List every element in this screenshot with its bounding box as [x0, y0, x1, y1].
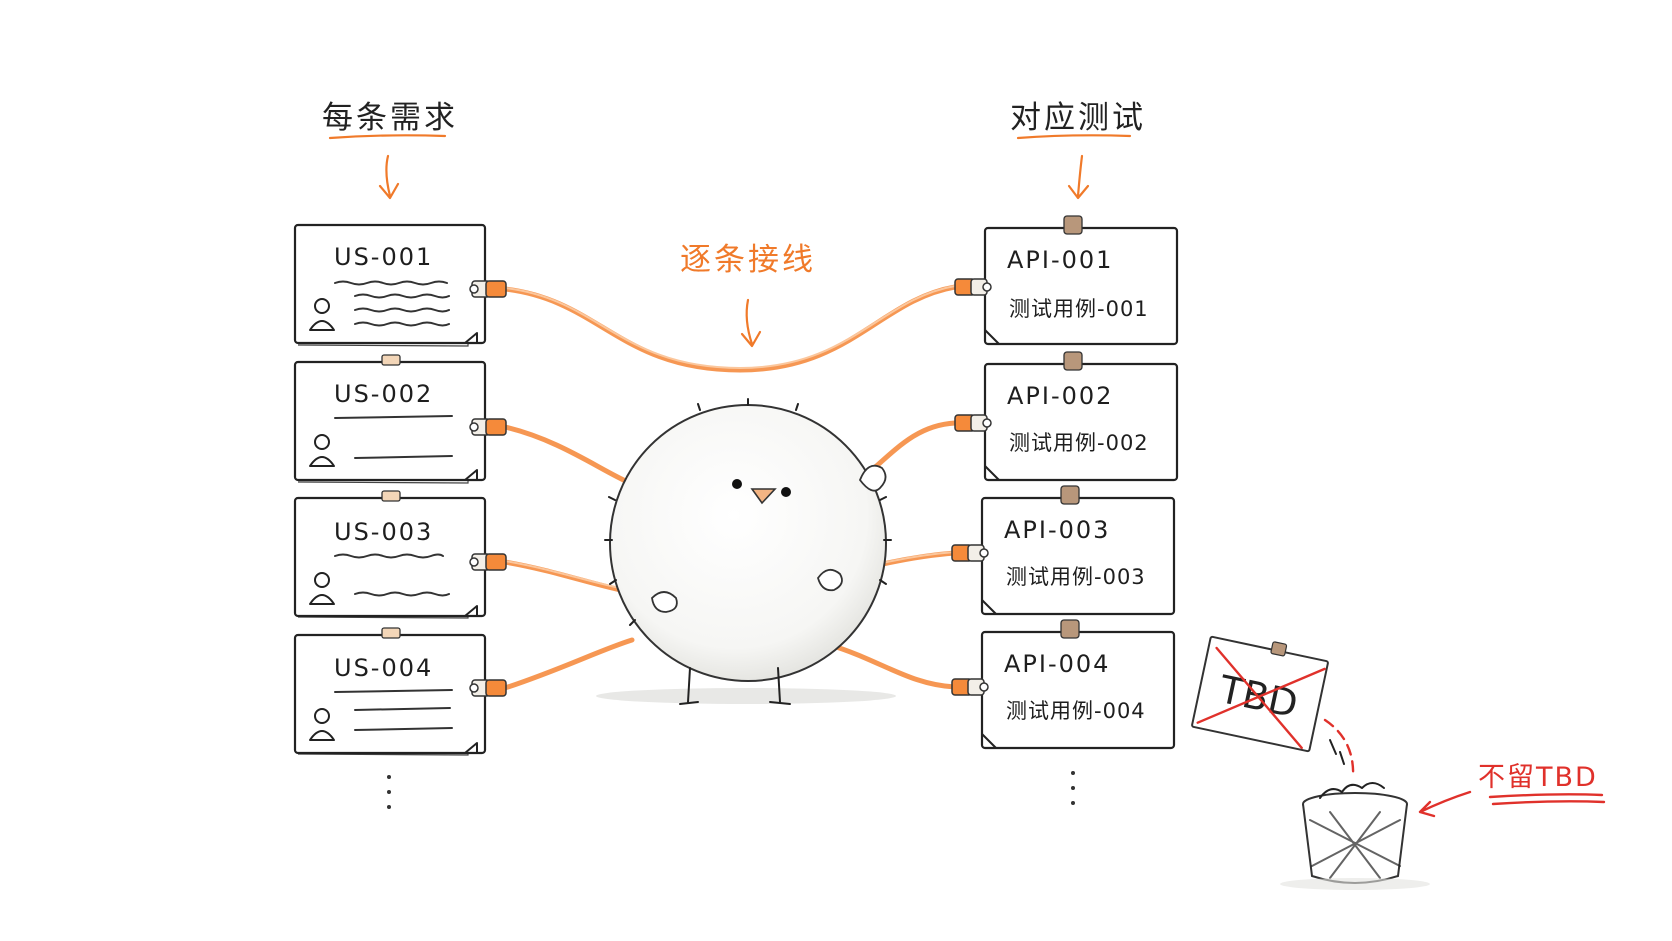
connector-plug [469, 280, 507, 298]
cable-2-right [869, 420, 958, 473]
cable-4-right [827, 642, 958, 690]
test-case-label: 测试用例-003 [1006, 565, 1146, 589]
cable-1 [502, 284, 958, 373]
test-id: API-004 [1004, 650, 1110, 678]
no-tbd-annotation-text: 不留TBD [1478, 762, 1598, 793]
pin-icon [381, 627, 401, 639]
connector-plug [954, 414, 992, 432]
no-tbd-annotation: 不留TBD [1418, 762, 1606, 818]
user-icon [309, 298, 335, 331]
clip-icon [1063, 215, 1083, 235]
cable-2-left [502, 424, 633, 486]
bird-eye-right [781, 487, 791, 497]
bird-beak [750, 488, 777, 505]
connector-plug [469, 553, 507, 571]
requirement-card[interactable]: US-004 [293, 627, 507, 756]
middle-heading-arrow-icon [740, 298, 762, 348]
requirement-id: US-001 [334, 243, 433, 271]
test-case-label: 测试用例-004 [1006, 699, 1146, 723]
drop-path [1323, 718, 1355, 780]
clip-icon [1063, 351, 1083, 371]
user-icon [309, 572, 335, 605]
right-heading-text: 对应测试 [1010, 100, 1146, 136]
requirement-card[interactable]: US-002 [293, 354, 507, 484]
bird-hand-center [817, 568, 843, 592]
test-id: API-001 [1007, 246, 1113, 274]
clip-icon [1270, 641, 1288, 657]
connector-plug [951, 544, 989, 562]
clip-icon [1060, 619, 1080, 639]
bird-shadow [596, 688, 896, 704]
right-heading-underline [1016, 134, 1132, 140]
cross-out-icon [1196, 646, 1326, 750]
clip-icon [1060, 485, 1080, 505]
middle-heading-text: 逐条接线 [680, 242, 816, 278]
user-icon [309, 434, 335, 467]
left-ellipsis [387, 775, 391, 809]
requirement-cards: US-001 US-002 [293, 223, 507, 809]
annotation-underline [1488, 793, 1606, 806]
requirement-id: US-004 [334, 654, 433, 682]
connector-plug [951, 678, 989, 696]
cable-4-left [502, 637, 635, 691]
bird-body [609, 404, 887, 682]
left-heading: 每条需求 [322, 100, 458, 200]
bird-hand-left [651, 591, 678, 613]
test-card[interactable]: API-002 测试用例-002 [954, 351, 1179, 482]
connector-plug [469, 679, 507, 697]
bird-leg-left [679, 667, 699, 705]
bird-wing-right [858, 464, 887, 492]
left-heading-underline [328, 134, 447, 140]
connector-plug [954, 278, 992, 296]
right-heading: 对应测试 [1010, 100, 1146, 200]
user-icon [309, 708, 335, 741]
test-case-label: 测试用例-001 [1009, 297, 1149, 321]
middle-heading: 逐条接线 [680, 242, 816, 348]
discarded-tbd-note: TBD [1191, 635, 1329, 753]
requirement-id: US-003 [334, 518, 433, 546]
bird-eye-left [732, 479, 742, 489]
left-heading-text: 每条需求 [322, 100, 458, 136]
bird-mascot [596, 398, 896, 705]
pin-icon [381, 354, 401, 366]
bird-leg-right [769, 667, 791, 705]
annotation-arrow-icon [1418, 790, 1472, 818]
test-card[interactable]: API-003 测试用例-003 [951, 485, 1176, 616]
requirement-id: US-002 [334, 380, 433, 408]
test-id: API-002 [1007, 382, 1113, 410]
right-heading-arrow-icon [1067, 154, 1090, 200]
test-cards: API-001 测试用例-001 API-002 测试用例-002 [951, 215, 1179, 805]
pin-icon [381, 490, 401, 502]
right-ellipsis [1071, 771, 1075, 805]
test-case-label: 测试用例-002 [1009, 431, 1149, 455]
left-heading-arrow-icon [378, 154, 400, 200]
test-card[interactable]: API-001 测试用例-001 [954, 215, 1179, 346]
connector-plug [469, 418, 507, 436]
requirement-card[interactable]: US-003 [293, 490, 507, 619]
test-card[interactable]: API-004 测试用例-004 [951, 619, 1176, 750]
trash-can-icon [1280, 782, 1430, 890]
requirement-card[interactable]: US-001 [293, 223, 507, 347]
test-id: API-003 [1004, 516, 1110, 544]
